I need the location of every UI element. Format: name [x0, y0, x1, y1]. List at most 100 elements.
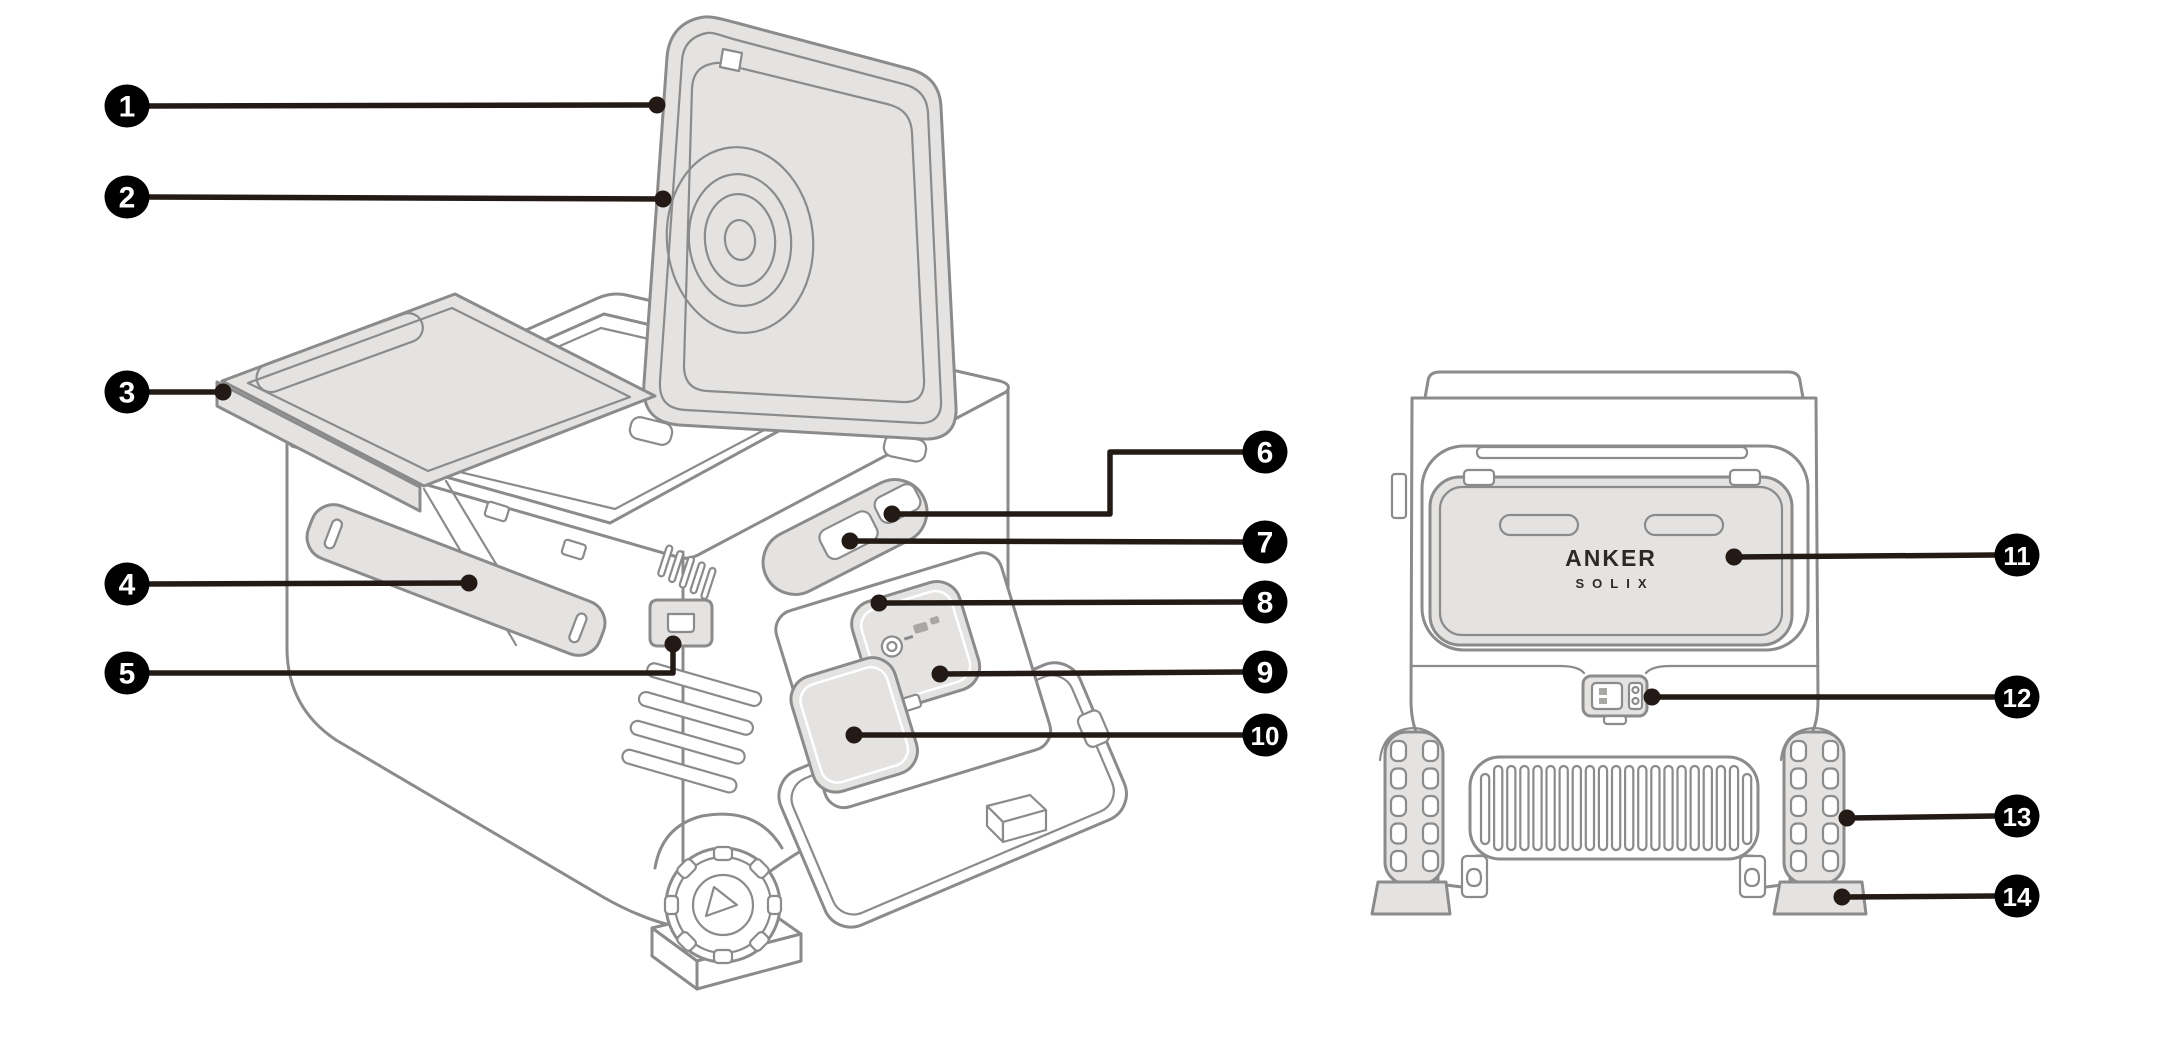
cover-slot-right: [1643, 513, 1725, 537]
handle-slot-left: [323, 518, 344, 550]
corner-vent: [657, 544, 717, 600]
callout-line-8: [876, 599, 1268, 606]
grille-slat: [1610, 764, 1622, 852]
latch: [648, 598, 714, 648]
callout-badge-14-foot-pad: [1994, 874, 2040, 918]
tread-block: [1421, 767, 1440, 790]
socket-pin-2: [1599, 698, 1607, 704]
rear-top-groove: [1475, 445, 1749, 460]
grille-slat: [1584, 764, 1596, 852]
grille-slat: [1728, 764, 1740, 852]
callout-dot-8-body: [870, 594, 888, 612]
door-hinge-block: [985, 793, 1048, 844]
callout-number-10: 10: [1251, 721, 1280, 751]
callout-number-12: 12: [2003, 683, 2032, 713]
callout-dot-9-ports-pocket: [931, 665, 949, 683]
callout-badge-5-latch: [104, 651, 150, 695]
wheel-lug: [676, 931, 697, 952]
tread-block: [1821, 794, 1840, 818]
grille-slat: [1558, 764, 1569, 852]
tread-block: [1789, 739, 1808, 763]
wheel-lug: [766, 894, 783, 916]
tread-block: [1821, 822, 1840, 845]
rear-top-cap: [1423, 370, 1805, 400]
cover-slot-left: [1498, 513, 1580, 537]
carry-handle: [305, 503, 607, 657]
grille-slat: [1492, 764, 1504, 852]
callout-line-4: [124, 580, 472, 587]
handle-slot-right: [568, 612, 588, 644]
tread-block: [1421, 822, 1440, 845]
tread-block: [1789, 822, 1808, 845]
decorative-details: [663, 739, 1840, 965]
callout-number-6: 6: [1257, 437, 1274, 470]
table-slot-handle: [255, 312, 424, 394]
tread-block: [1789, 849, 1808, 873]
callout-badge-1-lid: [104, 84, 150, 128]
grille-slat: [1663, 764, 1674, 852]
callout-number-4: 4: [119, 569, 136, 602]
wheel-lug: [712, 948, 734, 965]
table-surface-inner: [246, 306, 632, 473]
callout-badge-10-storage-pocket: [1242, 713, 1288, 757]
grille-slat: [1702, 764, 1713, 852]
dash-mark: [903, 634, 914, 641]
lid-outer: [642, 15, 958, 441]
callout-line-7: [847, 538, 1268, 545]
callout-number-9: 9: [1257, 657, 1274, 690]
grille-slat: [1689, 764, 1700, 852]
wheel-lug: [663, 894, 680, 916]
callout-badge-7-large-button: [1242, 520, 1288, 564]
callout-dot-6-small-button: [883, 505, 901, 523]
tread-block: [1421, 739, 1440, 763]
callout-badge-2-lid-seal-rings: [104, 175, 150, 219]
grille-slat: [1741, 772, 1753, 846]
callout-badge-4-carry-handle: [104, 562, 150, 606]
wheel-arch: [653, 812, 784, 870]
lid-panel: [682, 61, 926, 404]
wheel-hub-triangle: [704, 885, 739, 918]
callout-line-9: [937, 669, 1268, 677]
callout-number-3: 3: [119, 377, 136, 410]
tread-block: [1821, 849, 1840, 873]
grille-slat: [1650, 764, 1661, 852]
lid-open: [628, 15, 958, 463]
cover-clip-left: [1462, 468, 1496, 487]
wheel-lug: [676, 858, 697, 879]
rear-side-tab: [1390, 472, 1408, 520]
callout-dot-7-large-button: [841, 532, 859, 550]
battery-cover: ANKER SOLIX: [1390, 444, 1810, 652]
cover-clip-right: [1728, 468, 1762, 487]
tread-block: [1389, 794, 1408, 818]
grille-slat: [1545, 764, 1556, 852]
callout-dot-3-side-table: [214, 383, 232, 401]
lid-inner-line: [658, 31, 943, 425]
grille-slat: [1623, 764, 1635, 852]
side-table: [215, 292, 657, 647]
rear-bracket-right: [1738, 854, 1767, 899]
latch-hook: [666, 612, 696, 634]
callout-dot-11-battery-cover: [1725, 548, 1743, 566]
callout-line-2: [124, 194, 666, 202]
callout-number-5: 5: [119, 658, 136, 691]
socket-pin-1: [1599, 688, 1607, 695]
power-port-socket: [1590, 681, 1624, 711]
wheel-lug: [749, 858, 770, 879]
callout-number-13: 13: [2003, 802, 2032, 832]
wheel-lug: [749, 931, 770, 952]
callout-dot-13-wheel: [1838, 809, 1856, 827]
grille-slat: [1676, 764, 1687, 852]
callout-badge-13-wheel: [1994, 794, 2040, 838]
tread-block: [1789, 794, 1808, 818]
tread-block: [1389, 849, 1408, 873]
callout-badge-6-small-button: [1242, 430, 1288, 474]
callout-number-8: 8: [1257, 587, 1274, 620]
tread-block: [1821, 767, 1840, 790]
usb-port-icon-2: [929, 616, 940, 625]
lid-top-notch: [718, 47, 744, 73]
rim-notch-2: [560, 538, 587, 561]
callout-dot-1-lid: [648, 96, 666, 114]
power-port-tab: [1602, 714, 1628, 726]
